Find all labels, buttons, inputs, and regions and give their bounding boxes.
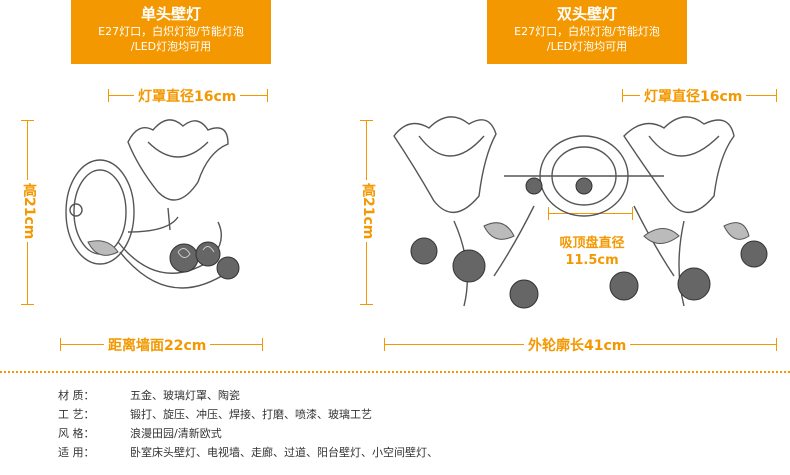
mount-plate-label-line1: 吸顶盘直径	[559, 236, 625, 251]
mount-plate-diameter-label: 吸顶盘直径 11.5cm	[552, 235, 632, 269]
spec-label: 工 艺：	[58, 408, 95, 421]
double-height-dim-tick-top	[360, 120, 373, 121]
mount-plate-label-line2: 11.5cm	[565, 253, 619, 268]
spec-list: 材 质： 五金、玻璃灯罩、陶瓷 工 艺： 锻打、旋压、冲压、焊接、打磨、喷漆、玻…	[58, 387, 438, 463]
single-shade-dim-tick-left	[108, 89, 109, 102]
double-lamp-header: 双头壁灯 E27灯口，白炽灯泡/节能灯泡 /LED灯泡均可用	[487, 0, 687, 64]
double-lamp-desc-line1: E27灯口，白炽灯泡/节能灯泡	[514, 25, 660, 38]
single-wall-distance-label: 距离墙面22cm	[104, 335, 211, 355]
double-shade-diameter-label: 灯罩直径16cm	[640, 86, 747, 106]
spec-label: 风 格：	[58, 427, 95, 440]
double-height-label: 高21cm	[358, 180, 378, 243]
double-lamp-title: 双头壁灯	[556, 5, 617, 23]
spec-row-material: 材 质： 五金、玻璃灯罩、陶瓷	[58, 387, 438, 406]
spec-row-usage: 适 用： 卧室床头壁灯、电视墙、走廊、过道、阳台壁灯、小空间壁灯、	[58, 444, 438, 463]
single-wall-dim-tick-left	[60, 338, 61, 351]
double-shade-dim-tick-right	[776, 89, 777, 102]
double-outline-dim-tick-right	[776, 338, 777, 351]
double-shade-dim-tick-left	[622, 89, 623, 102]
spec-value: 卧室床头壁灯、电视墙、走廊、过道、阳台壁灯、小空间壁灯、	[130, 446, 438, 459]
single-lamp-desc-line2: /LED灯泡均可用	[130, 40, 212, 53]
section-divider	[0, 371, 790, 373]
spec-row-craft: 工 艺： 锻打、旋压、冲压、焊接、打磨、喷漆、玻璃工艺	[58, 406, 438, 425]
double-outline-dim-tick-left	[384, 338, 385, 351]
spec-value: 锻打、旋压、冲压、焊接、打磨、喷漆、玻璃工艺	[130, 408, 372, 421]
spec-label: 适 用：	[58, 446, 95, 459]
mount-plate-dim-line	[548, 213, 633, 214]
single-shade-dim-tick-right	[267, 89, 268, 102]
single-height-dim-tick-top	[21, 120, 34, 121]
double-height-dim-tick-bottom	[360, 304, 373, 305]
spec-value: 浪漫田园/清新欧式	[130, 427, 222, 440]
mount-plate-dim-tick-left	[548, 207, 549, 220]
double-lamp-sketch	[393, 116, 768, 309]
spec-row-style: 风 格： 浪漫田园/清新欧式	[58, 425, 438, 444]
single-lamp-header: 单头壁灯 E27灯口，白炽灯泡/节能灯泡 /LED灯泡均可用	[71, 0, 271, 64]
spec-value: 五金、玻璃灯罩、陶瓷	[130, 389, 240, 402]
single-height-label: 高21cm	[19, 180, 39, 243]
single-lamp-sketch	[65, 119, 240, 289]
single-height-dim-tick-bottom	[21, 304, 34, 305]
single-lamp-title: 单头壁灯	[140, 5, 201, 23]
double-outline-length-label: 外轮廓长41cm	[524, 335, 631, 355]
single-lamp-desc-line1: E27灯口，白炽灯泡/节能灯泡	[98, 25, 244, 38]
double-lamp-desc-line2: /LED灯泡均可用	[546, 40, 628, 53]
spec-label: 材 质：	[58, 389, 95, 402]
single-shade-diameter-label: 灯罩直径16cm	[134, 86, 241, 106]
single-wall-dim-tick-right	[262, 338, 263, 351]
mount-plate-dim-tick-right	[632, 207, 633, 220]
